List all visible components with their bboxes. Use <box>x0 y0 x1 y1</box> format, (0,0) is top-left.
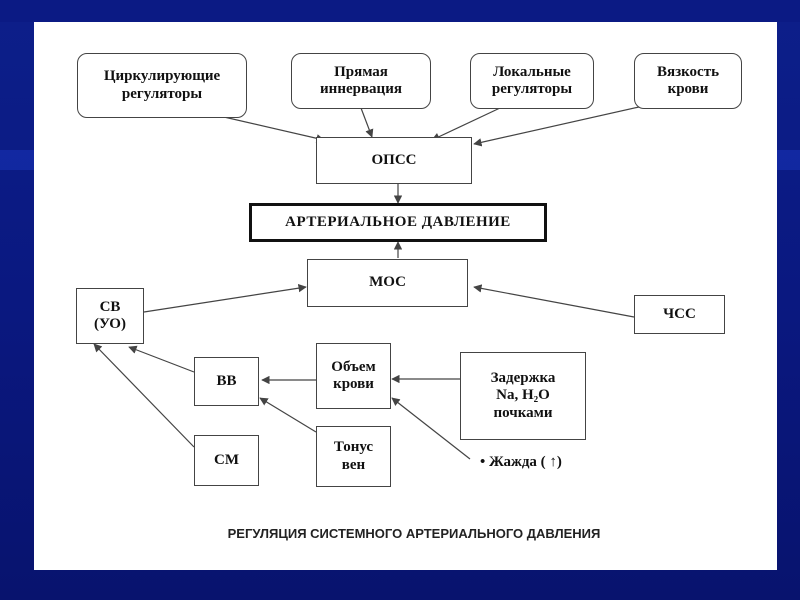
vv-box: ВВ <box>194 357 259 406</box>
blood-viscosity-box: Вязкость крови <box>634 53 742 109</box>
thirst-note: • Жажда ( ↑) <box>480 454 562 470</box>
direct-innervation-box: Прямая иннервация <box>291 53 431 109</box>
sodium-water-retention-box: Задержка Na, H₂O почками <box>460 352 586 440</box>
top-band <box>0 0 800 22</box>
blood-volume-box: Объем крови <box>316 343 391 409</box>
arterial-pressure-box: АРТЕРИАЛЬНОЕ ДАВЛЕНИЕ <box>249 203 547 242</box>
chss-box: ЧСС <box>634 295 725 334</box>
slide-canvas: Циркулирующие регуляторы Прямая иннервац… <box>34 22 777 570</box>
opss-box: ОПСС <box>316 137 472 184</box>
arrow-viscosity-to-opss <box>473 106 640 147</box>
arrow-thirst-to-volume <box>391 397 471 460</box>
mos-box: МОС <box>307 259 468 307</box>
diagram-title: РЕГУЛЯЦИЯ СИСТЕМНОГО АРТЕРИАЛЬНОГО ДАВЛЕ… <box>227 526 601 541</box>
sv-box: СВ (УО) <box>76 288 144 344</box>
circulating-regulators-box: Циркулирующие регуляторы <box>77 53 247 118</box>
arrow-local-to-opss <box>431 107 501 141</box>
arrow-innervation-to-opss <box>360 107 374 138</box>
local-regulators-box: Локальные регуляторы <box>470 53 594 109</box>
arrow-chss-to-mos <box>473 284 635 318</box>
sm-box: СМ <box>194 435 259 486</box>
arrow-sm-to-sv <box>93 343 195 448</box>
arrow-circulating-to-opss <box>223 116 325 143</box>
arrow-sv-to-mos <box>143 284 307 313</box>
arrow-vv-to-sv <box>128 345 195 373</box>
venous-tone-box: Тонус вен <box>316 426 391 487</box>
connector-arrows <box>93 106 640 460</box>
arrow-tone-to-vv <box>259 397 317 433</box>
